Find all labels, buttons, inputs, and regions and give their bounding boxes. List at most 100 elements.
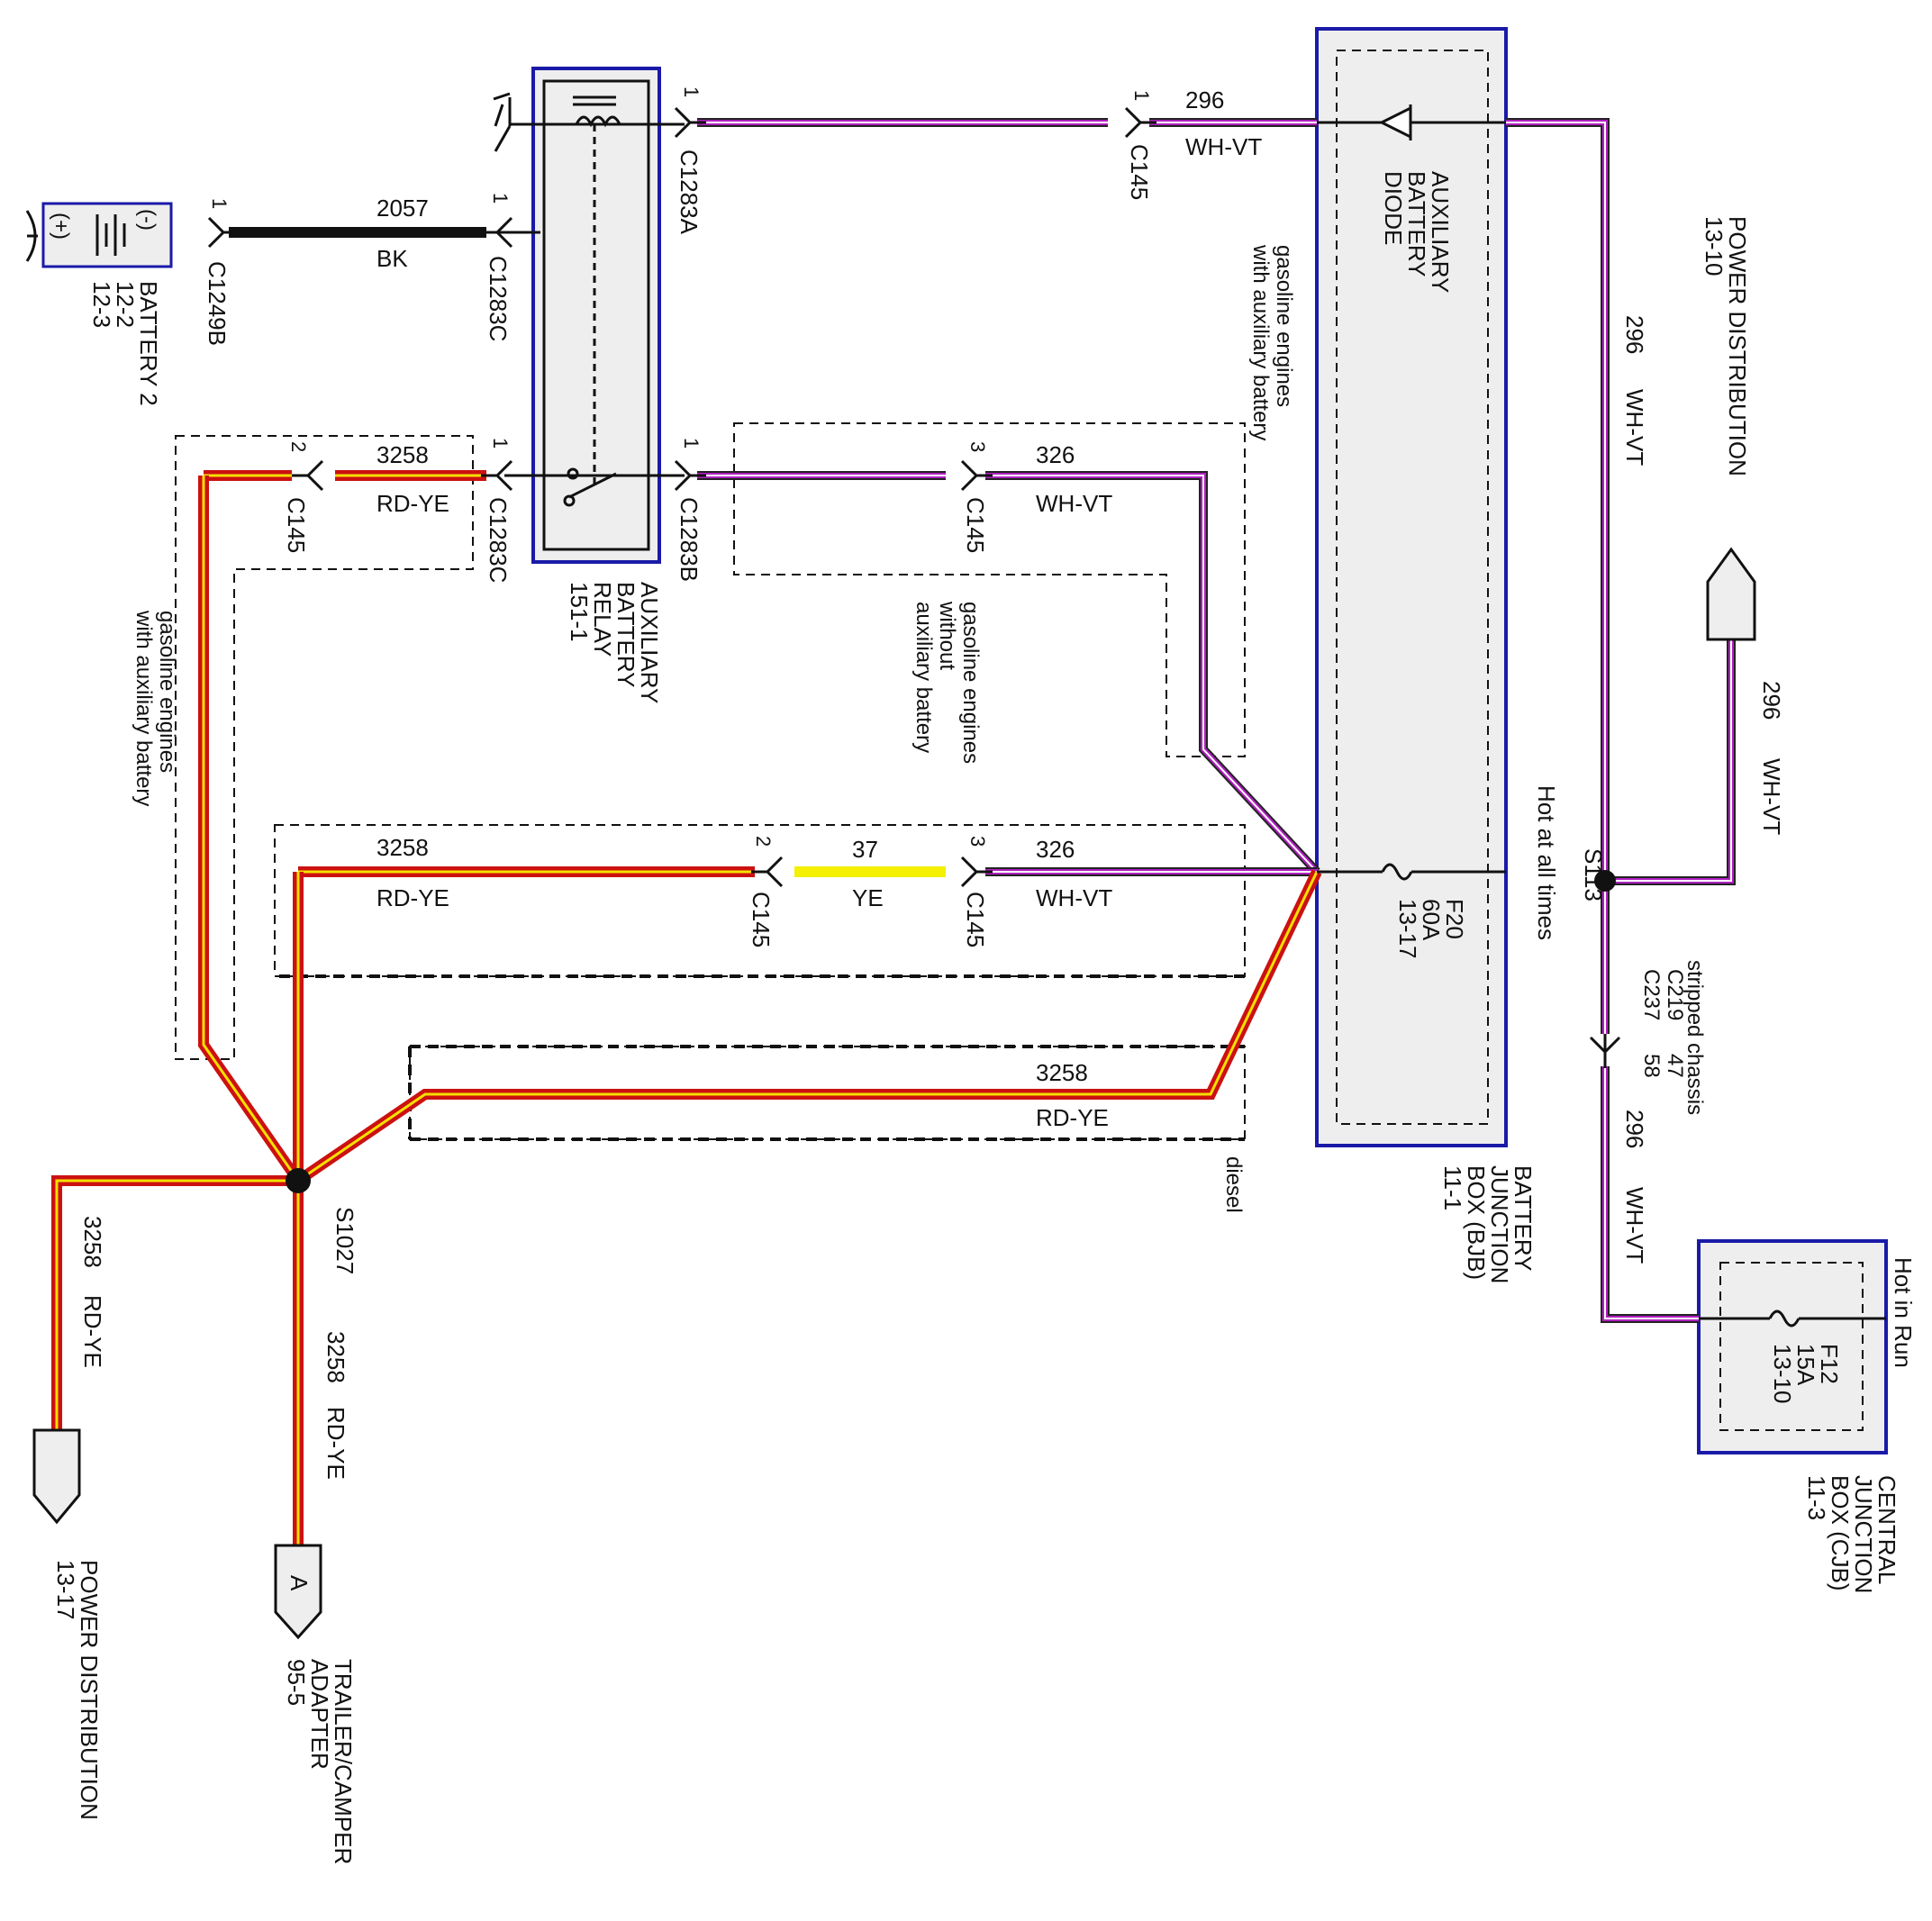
region-gas-with-aux-left xyxy=(175,435,474,1060)
bjb-name-2: JUNCTION xyxy=(1486,1165,1513,1283)
w3258-a-circuit: 3258 xyxy=(376,441,429,468)
battery2-pos-label: (+) xyxy=(49,213,73,240)
w3258-e-color: RD-YE xyxy=(322,1407,349,1480)
cjb-name-3: BOX (CJB) xyxy=(1827,1475,1854,1591)
power-dist-bottom-page: 13-17 xyxy=(52,1560,79,1620)
connector-c1283b-chevron xyxy=(674,459,706,492)
relay-name-2: BATTERY xyxy=(612,582,639,688)
c145-c-label: C145 xyxy=(748,892,775,947)
bjb-name-3: BOX (BJB) xyxy=(1463,1165,1490,1280)
pin-label-layer: 1 1 1 1 2 1 1 3 2 3 xyxy=(208,86,1153,847)
w3258-c-color: RD-YE xyxy=(1036,1104,1109,1131)
connector-c219-c237-chevron xyxy=(1589,1036,1621,1068)
power-dist-top-page: 13-10 xyxy=(1701,216,1728,276)
c145-a-label: C145 xyxy=(283,497,310,553)
connector-c145-a-chevron xyxy=(292,459,324,492)
connector-c145-top-chevron xyxy=(1124,106,1156,139)
note-gas-without-aux-2: without xyxy=(935,601,959,670)
wire-3258-c-layer-1 xyxy=(297,871,1319,1183)
ground-symbol xyxy=(493,92,540,152)
note-gas-with-aux-left-1: gasoline engines xyxy=(155,611,179,773)
note-diesel: diesel xyxy=(1221,1156,1246,1213)
pin-c1283c-mid: 1 xyxy=(489,438,512,449)
wire-3258-d-layer-1 xyxy=(55,1179,298,1430)
w3258-b-color: RD-YE xyxy=(376,884,449,911)
trailer-connector xyxy=(274,1544,322,1640)
power-dist-top-connector xyxy=(1706,547,1756,641)
w3258-d-color: RD-YE xyxy=(79,1295,106,1368)
bjb-name-1: BATTERY xyxy=(1510,1165,1537,1272)
c1283a-label: C1283A xyxy=(676,150,703,235)
fuse-f20-symbol xyxy=(1317,863,1506,881)
battery-neg-terminal xyxy=(25,210,38,262)
cjb-inner-dash xyxy=(1719,1262,1864,1431)
region-diesel-bold-2 xyxy=(408,1045,1245,1141)
pin-c145-b: 3 xyxy=(966,441,989,452)
splice-s1027-label: S1027 xyxy=(331,1207,358,1274)
w3258-c-circuit: 3258 xyxy=(1036,1059,1088,1086)
w3258-d-circuit: 3258 xyxy=(79,1216,106,1268)
splice-s1027-dot xyxy=(286,1168,311,1193)
w296-v3-circuit: 296 xyxy=(1621,1110,1648,1148)
diode-name-2: BATTERY xyxy=(1403,171,1430,277)
rotated-label-layer: (-) (+) BATTERY 2 12-2 12-3 C1249B C1283… xyxy=(49,144,1917,1864)
wire-296-cjb-layer-2 xyxy=(1604,1066,1699,1319)
w326-a-circuit: 326 xyxy=(1036,441,1075,468)
c1283c-mid-label: C1283C xyxy=(485,497,512,583)
wire-296-branch-up-layer-1 xyxy=(1605,639,1734,883)
c1283b-label: C1283B xyxy=(676,497,703,582)
c237-pin: 58 xyxy=(1639,1054,1664,1078)
note-gas-without-aux-1: gasoline engines xyxy=(958,602,983,764)
c145-top-label: C145 xyxy=(1126,144,1153,200)
trailer-letter: A xyxy=(286,1575,313,1591)
power-dist-bottom-connector xyxy=(32,1428,81,1525)
pin-c145-d: 3 xyxy=(966,836,989,847)
cjb-page: 11-3 xyxy=(1803,1475,1830,1520)
cjb-name-1: CENTRAL xyxy=(1873,1475,1900,1584)
connector-c1283c-top-chevron xyxy=(481,216,513,249)
c219-pin: 47 xyxy=(1663,1054,1687,1078)
connector-c145-b-chevron xyxy=(960,459,993,492)
trailer-name-1: TRAILER/CAMPER xyxy=(330,1659,357,1864)
region-gas-without-aux xyxy=(733,422,1246,757)
connector-c1283c-mid-chevron xyxy=(481,459,513,492)
w296-v1-circuit: 296 xyxy=(1621,315,1648,354)
pin-c1249b: 1 xyxy=(208,198,231,209)
wire-326-a2 xyxy=(985,471,1320,875)
battery2-name: BATTERY 2 xyxy=(135,281,162,406)
note-gas-with-aux-left-2: with auxiliary battery xyxy=(132,610,156,806)
power-dist-bottom-name: POWER DISTRIBUTION xyxy=(76,1560,103,1820)
battery2-neg-label: (-) xyxy=(135,209,159,231)
relay-inner xyxy=(542,79,650,551)
w296-v1-color: WH-VT xyxy=(1621,389,1648,466)
diode-name-3: DIODE xyxy=(1380,171,1407,245)
fuse-f20-page: 13-17 xyxy=(1394,899,1421,959)
c145-b-label: C145 xyxy=(962,497,989,553)
pin-c145-c: 2 xyxy=(752,836,775,847)
c1249b-label: C1249B xyxy=(204,261,231,346)
splice-s113-label: S113 xyxy=(1580,848,1607,902)
wire-296-branch-up xyxy=(1605,639,1736,885)
trailer-name-2: ADAPTER xyxy=(306,1659,333,1770)
fuse-f12-symbol xyxy=(1699,1309,1886,1327)
fuse-f12-page: 13-10 xyxy=(1769,1344,1796,1404)
connector-c1249b-chevron xyxy=(207,216,240,249)
fuse-f12-id: F12 xyxy=(1816,1344,1843,1384)
connector-c1283a-chevron xyxy=(674,106,706,139)
wire-3258-left-down xyxy=(198,476,303,1184)
w37-circuit: 37 xyxy=(852,836,878,863)
wire-3258-c xyxy=(295,869,1322,1185)
wire-3258-left-down-layer-1 xyxy=(202,476,300,1182)
bjb-box xyxy=(1315,27,1508,1147)
w296-top-circuit: 296 xyxy=(1185,86,1224,113)
trailer-page: 95-5 xyxy=(283,1659,310,1706)
connector-layer xyxy=(207,106,1621,1068)
c145-d-label: C145 xyxy=(962,892,989,947)
power-dist-top-name: POWER DISTRIBUTION xyxy=(1724,216,1751,476)
w2057-color: BK xyxy=(376,245,408,272)
w3258-a-color: RD-YE xyxy=(376,490,449,517)
wire-296-branch-up-layer-2 xyxy=(1605,639,1732,882)
battery-cells-symbol xyxy=(95,214,126,256)
pin-c1283b: 1 xyxy=(680,438,703,449)
relay-coil-symbol xyxy=(540,95,685,486)
